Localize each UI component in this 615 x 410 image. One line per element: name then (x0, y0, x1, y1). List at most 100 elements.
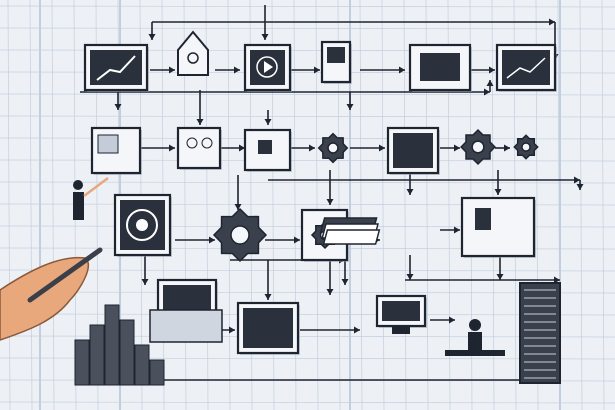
video-play-icon (243, 43, 292, 92)
arrow-head (294, 236, 300, 244)
grid-line-h (0, 27, 615, 30)
stack-icon (319, 217, 381, 245)
worker-at-desk (445, 319, 505, 356)
grid-line-h (0, 5, 615, 8)
arrow-head (229, 326, 235, 334)
bar-block (74, 339, 90, 386)
grid-line-h (0, 181, 615, 184)
laptop-base (149, 309, 223, 343)
arrow-head (354, 326, 360, 334)
puzzle-gear-icon (212, 207, 268, 263)
presenter-head (73, 180, 83, 190)
arrow-head (574, 176, 580, 184)
grid-line-h (0, 291, 615, 294)
box-screen (163, 285, 211, 310)
arrow-head (504, 144, 510, 152)
node (258, 140, 272, 154)
grid-line-v (29, 0, 33, 410)
bar-chart-blocks (74, 304, 165, 386)
arrow-head (449, 316, 455, 324)
gear-hub (471, 140, 485, 154)
arrow-head (148, 34, 156, 40)
bar-block (134, 344, 150, 386)
arrow-head (314, 66, 320, 74)
gears-icon (460, 129, 496, 165)
arrow-head (264, 119, 272, 125)
arrow-head (549, 18, 555, 26)
target-center (136, 219, 148, 231)
stack-layer (322, 229, 381, 245)
arrow-head (234, 204, 242, 210)
server-rack-icon (519, 282, 561, 384)
target-ring (126, 209, 158, 241)
play-triangle (264, 61, 273, 73)
worker-head (469, 319, 481, 331)
target-icon (113, 193, 172, 257)
worker-body (468, 332, 482, 354)
gear-hub (327, 142, 339, 154)
arrow-head (484, 88, 490, 96)
grid-line-h (0, 269, 615, 272)
presentation-icon (90, 126, 142, 175)
cubes-icon (386, 126, 440, 175)
arrow-head (261, 34, 269, 40)
arrow-head (454, 144, 460, 152)
hand (0, 256, 90, 341)
rack (519, 282, 561, 384)
document-icon (320, 40, 352, 84)
grid-line-v (7, 0, 11, 410)
doc-image (327, 47, 345, 63)
person (186, 137, 198, 149)
team-icon (176, 126, 222, 170)
cube-network-icon (236, 301, 300, 355)
arrow-head (406, 274, 414, 280)
box-screen (393, 133, 433, 168)
bar-block (119, 319, 135, 386)
arrow-head (264, 294, 272, 300)
grid-line-h (0, 313, 615, 316)
arrow-head (496, 274, 504, 280)
presenter-body (73, 192, 84, 220)
arrow-head (399, 66, 405, 74)
grid-line-h (0, 115, 615, 118)
hand-with-pen (0, 247, 103, 341)
arrow-head (346, 104, 354, 110)
arrow-head (169, 66, 175, 74)
person (201, 137, 213, 149)
box-screen (502, 50, 550, 85)
presenter-arm (83, 177, 109, 197)
arrow-head (406, 189, 414, 195)
grid-line-v (51, 0, 55, 410)
pen (27, 247, 103, 303)
grid-line-v (381, 0, 385, 410)
arrow-head (234, 66, 240, 74)
user-head (187, 52, 199, 64)
arrow-head (169, 144, 175, 152)
arrow-head (114, 104, 122, 110)
presenter-figure (73, 177, 109, 220)
box-frame (176, 126, 222, 170)
arrow-head (454, 226, 460, 234)
arrow-head (576, 184, 584, 190)
arrow-head (239, 144, 245, 152)
line-chart-icon (495, 43, 557, 92)
grid-line-h (0, 401, 615, 404)
arrow-head (141, 279, 149, 285)
chart-line (96, 55, 136, 81)
arrow-head (494, 189, 502, 195)
home-user-icon (177, 30, 209, 76)
grid-line-v (315, 0, 319, 410)
box-screen (243, 308, 293, 348)
arrow-head (486, 80, 494, 86)
grid-line-v (227, 0, 231, 410)
arrow-head (326, 289, 334, 295)
whiteboard-icon (460, 196, 536, 258)
box-screen (382, 301, 420, 321)
grid-line-v (359, 0, 363, 410)
image-frame-icon (408, 43, 472, 92)
gear-hub (230, 225, 250, 245)
gear-hub (521, 142, 531, 152)
arrow-head (379, 144, 385, 152)
desktop-stand (392, 326, 410, 334)
